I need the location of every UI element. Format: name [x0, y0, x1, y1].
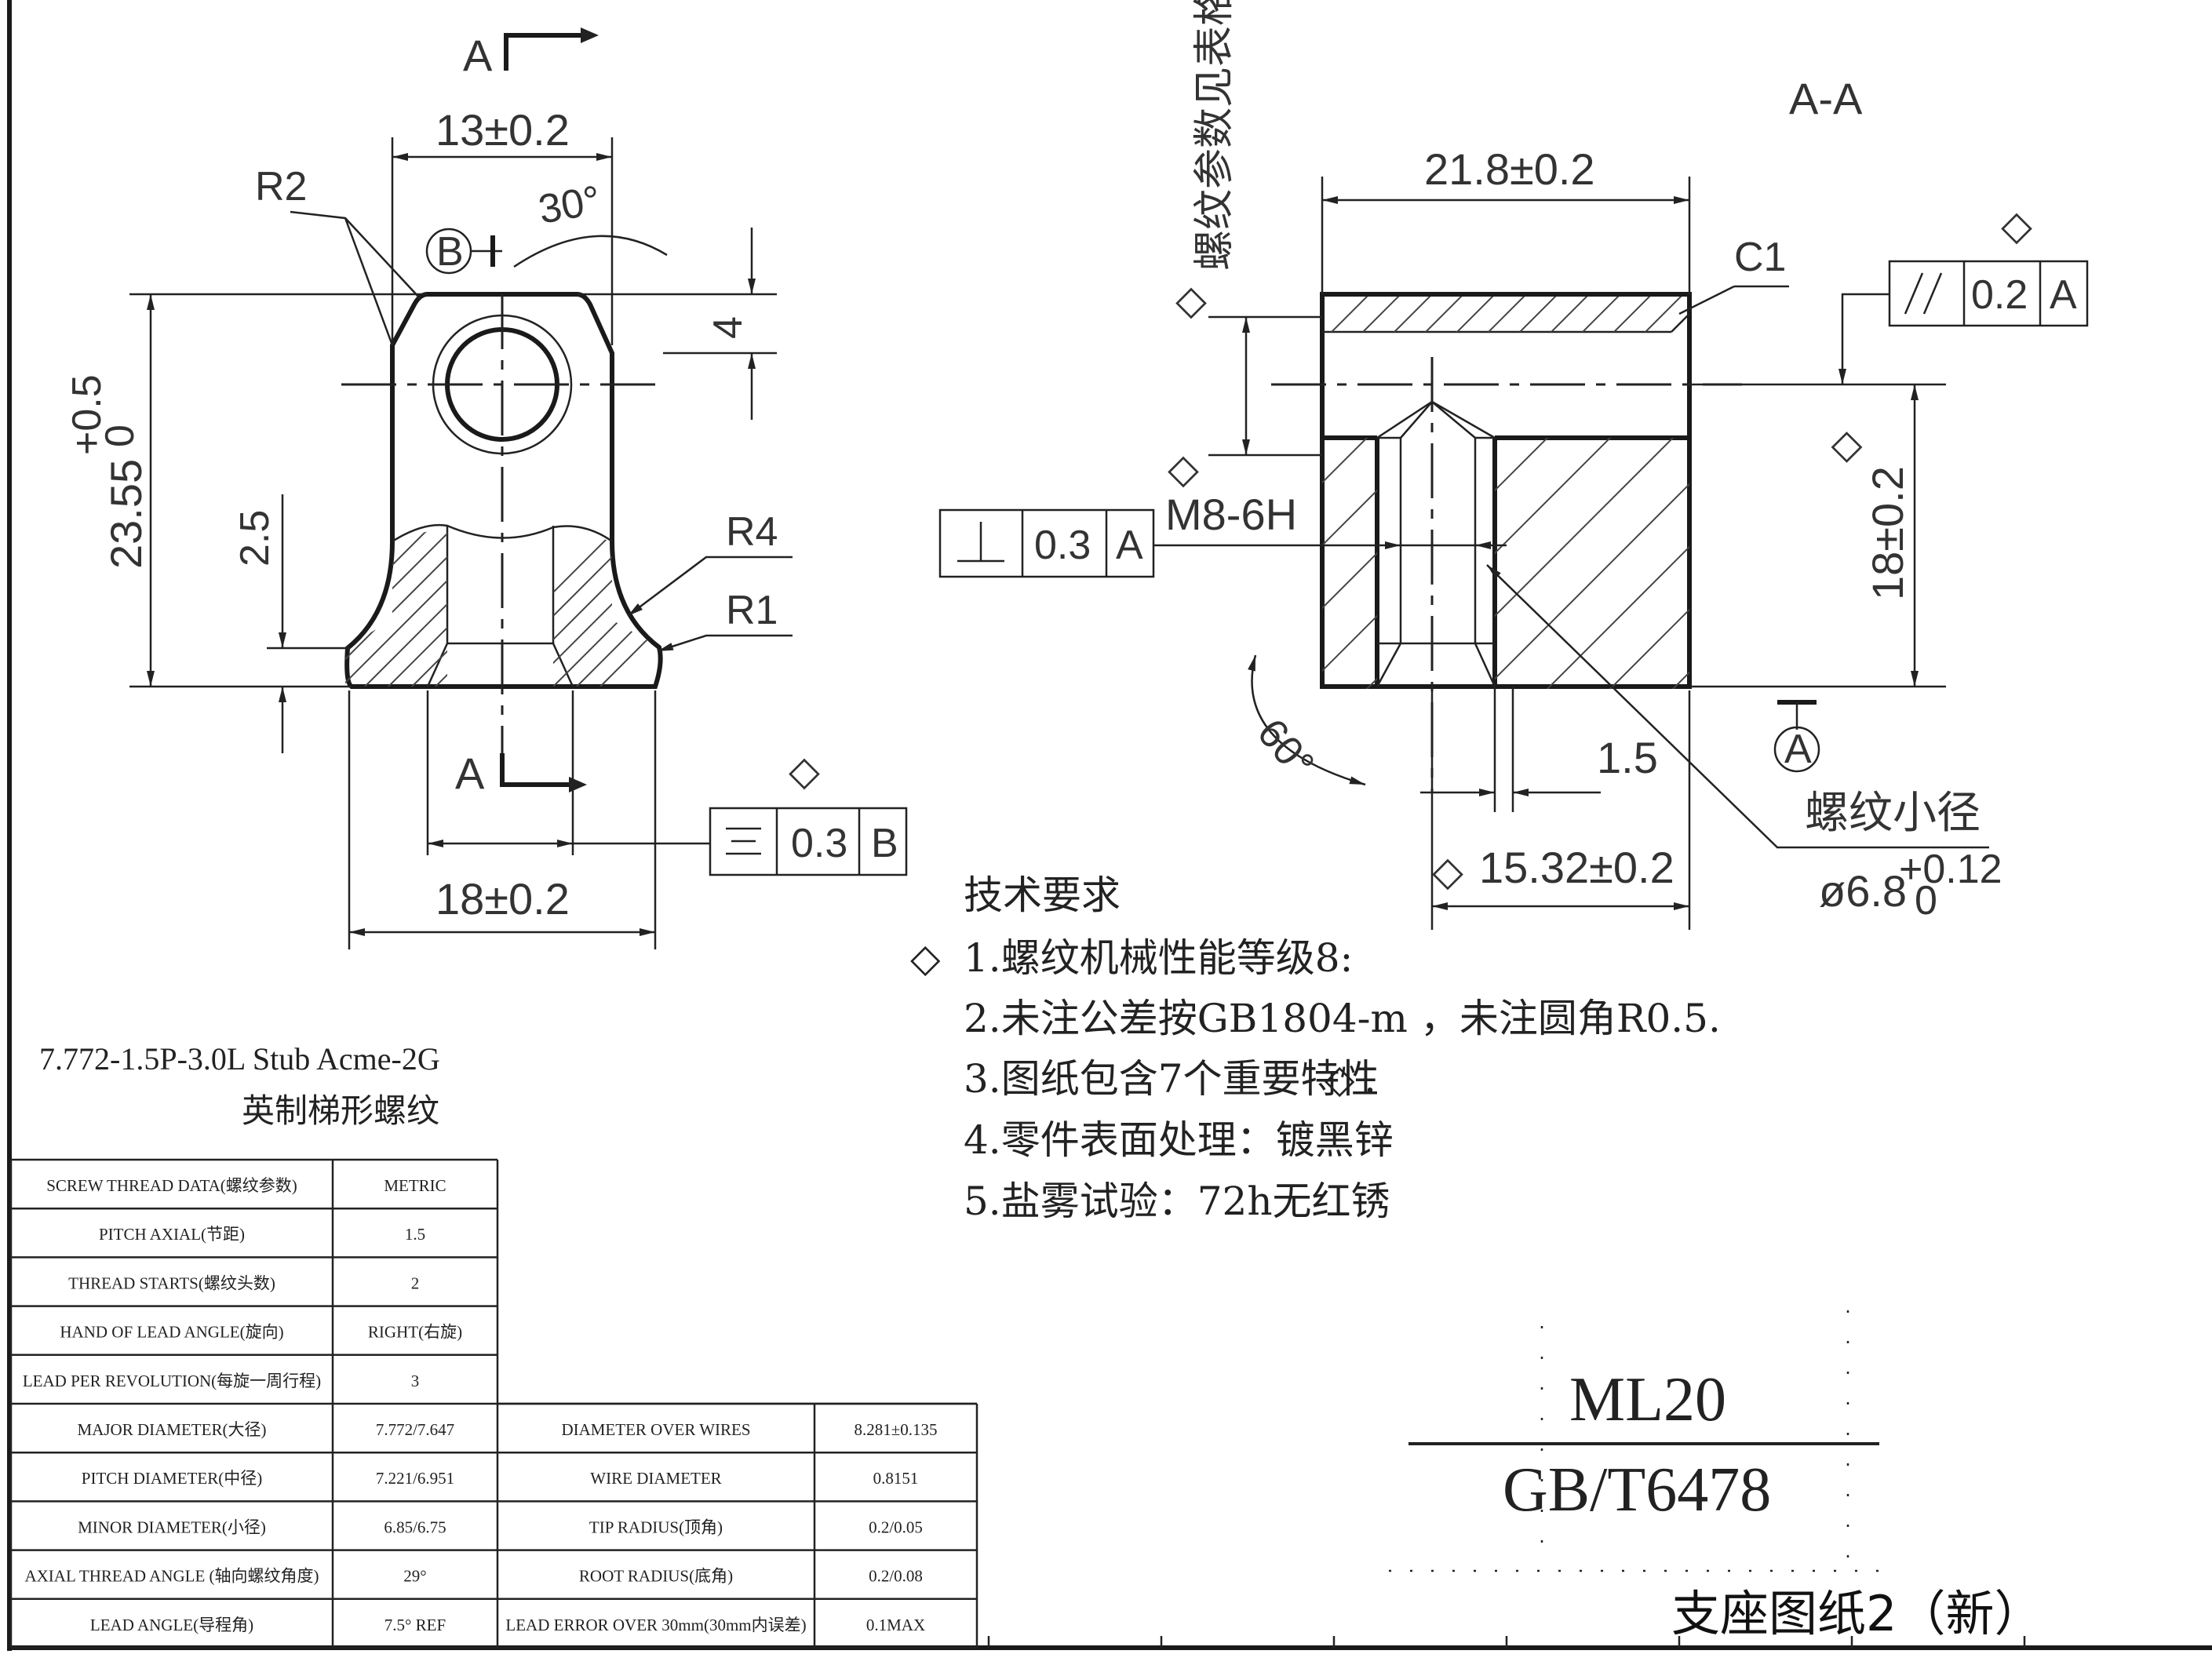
key-char-diamond-4: ◇ — [2001, 203, 2032, 249]
table-row-label: HAND OF LEAD ANGLE(旋向) — [60, 1323, 283, 1342]
tech-item-3: 3.图纸包含7个重要特性 — [964, 1056, 1379, 1102]
section-mark-bottom: A — [455, 749, 485, 798]
key-char-diamond-2: ◇ — [1175, 278, 1207, 323]
dim-section-width: 21.8±0.2 — [1424, 144, 1595, 194]
dim-height: 23.55 — [101, 459, 151, 569]
table-row-value: 0.1MAX — [866, 1616, 925, 1634]
table-row-label: ROOT RADIUS(底角) — [579, 1567, 733, 1586]
key-char-diamond-6: ◇ — [1432, 849, 1463, 894]
perpendicularity-frame: 0.3 A — [938, 508, 1155, 578]
table-row-label: LEAD ANGLE(导程角) — [90, 1616, 253, 1634]
table-row-value: 0.2/0.05 — [869, 1517, 923, 1536]
dim-2-5: 2.5 — [232, 510, 278, 567]
table-row-value: 3 — [411, 1372, 420, 1390]
section-outline — [1320, 292, 1692, 689]
datum-a: A — [1784, 727, 1812, 772]
minor-diameter-tol-upper: +0.12 — [1899, 847, 2002, 892]
table-row-value: RIGHT(右旋) — [368, 1323, 462, 1342]
section-title: A-A — [1789, 74, 1863, 123]
table-row-value: 7.221/6.951 — [376, 1469, 454, 1488]
tech-item-5: 5.盐雾试验：72h无红锈 — [964, 1179, 1390, 1224]
dim-r4: R4 — [726, 509, 778, 555]
tech-item-4: 4.零件表面处理：镀黑锌 — [964, 1117, 1394, 1163]
dim-angle-60: 60° — [1248, 710, 1323, 787]
front-view — [341, 292, 663, 753]
symmetry-frame: 0.3 B — [709, 807, 908, 876]
thread-spec-line2: 英制梯形螺纹 — [242, 1094, 439, 1130]
thread-spec: 7.772-1.5P-3.0L Stub Acme-2G 英制梯形螺纹 — [39, 1041, 440, 1130]
minor-diameter-tol-lower: 0 — [1915, 878, 1937, 924]
parallelism-frame: 0.2 A — [1888, 260, 2089, 327]
thread-callout: M8-6H — [1165, 490, 1297, 539]
table-row-value: 1.5 — [405, 1225, 425, 1244]
dim-section-height: 18±0.2 — [1863, 466, 1912, 600]
perpendicularity-value: 0.3 — [1034, 523, 1091, 568]
thread-spec-line1: 7.772-1.5P-3.0L Stub Acme-2G — [39, 1041, 440, 1077]
table-row-value: 0.2/0.08 — [869, 1567, 923, 1586]
dim-r2: R2 — [255, 164, 307, 209]
dim-15-32: 15.32±0.2 — [1479, 843, 1674, 892]
drawing-name: 支座图纸2（新） — [1671, 1585, 2043, 1642]
thread-param-note: 螺纹参数见表格 — [1192, 0, 1237, 271]
table-row-label: LEAD PER REVOLUTION(每旋一周行程) — [23, 1372, 321, 1390]
minor-diameter-value: ø6.8 — [1819, 866, 1907, 916]
key-char-diamond-7: ◇ — [910, 935, 941, 981]
table-row-value: 2 — [411, 1273, 420, 1292]
section-mark-top: A — [463, 31, 493, 80]
dim-bottom-width: 18±0.2 — [435, 874, 570, 924]
table-row-label: LEAD ERROR OVER 30mm(30mm内误差) — [505, 1616, 806, 1634]
symmetry-datum: B — [871, 821, 898, 866]
parallelism-value: 0.2 — [1971, 272, 2028, 318]
tech-requirements: 技术要求 ◇ 1.螺纹机械性能等级8: 2.未注公差按GB1804-m ，未注圆… — [910, 873, 1721, 1224]
table-row-label: PITCH DIAMETER(中径) — [82, 1469, 262, 1488]
section-view: A-A — [1271, 74, 1863, 792]
table-row-label: AXIAL THREAD ANGLE (轴向螺纹角度) — [24, 1567, 319, 1586]
parallelism-datum: A — [2050, 272, 2077, 318]
key-char-diamond-1: ◇ — [789, 749, 820, 794]
minor-diameter-label: 螺纹小径 — [1805, 788, 1981, 837]
table-row-value: 29° — [403, 1567, 426, 1586]
dim-1-5: 1.5 — [1597, 733, 1658, 782]
table-row-label: DIAMETER OVER WIRES — [561, 1420, 750, 1439]
bottom-scale-ticks — [987, 1636, 2026, 1648]
table-row-value: 7.772/7.647 — [376, 1420, 454, 1439]
table-row-label: WIRE DIAMETER — [590, 1469, 721, 1488]
table-row-label: PITCH AXIAL(节距) — [99, 1225, 245, 1244]
tech-item-1: 1.螺纹机械性能等级8: — [964, 935, 1353, 981]
table-row-value: 6.85/6.75 — [384, 1517, 446, 1536]
perpendicularity-datum: A — [1116, 523, 1143, 568]
symmetry-value: 0.3 — [791, 821, 847, 866]
dim-angle-30: 30° — [535, 177, 604, 233]
dim-r1: R1 — [726, 588, 778, 633]
table-row-label: MAJOR DIAMETER(大径) — [78, 1420, 267, 1439]
table-row-label: TIP RADIUS(顶角) — [589, 1517, 723, 1536]
thread-table: SCREW THREAD DATA(螺纹参数) METRIC PITCH AXIAL… — [9, 1158, 978, 1649]
standard-number: GB/T6478 — [1503, 1456, 1771, 1525]
key-char-diamond-3: ◇ — [1168, 446, 1199, 492]
tech-title: 技术要求 — [964, 873, 1121, 918]
tech-item-2: 2.未注公差按GB1804-m ，未注圆角R0.5. — [964, 996, 1721, 1041]
dim-top-width: 13±0.2 — [435, 105, 570, 155]
table-row-label: MINOR DIAMETER(小径) — [78, 1517, 266, 1536]
front-view-outline — [344, 292, 663, 689]
section-dimensions: 21.8±0.2 C1 螺纹参数见表格 ◇ ◇ M8-6H 0.3 A ◇ — [938, 0, 2089, 930]
chamfer-c1: C1 — [1734, 235, 1786, 280]
front-view-dimensions: A 13±0.2 R2 30° B 4 23.55 +0.5 0 — [64, 27, 908, 949]
table-row-value: 8.281±0.135 — [854, 1420, 937, 1439]
table-row-value: METRIC — [384, 1176, 446, 1195]
title-block: ML20 GB/T6478 支座图纸2（新） — [987, 1310, 2043, 1648]
table-row-value: 0.8151 — [873, 1469, 919, 1488]
key-char-diamond-5: ◇ — [1821, 432, 1867, 463]
table-row-label: THREAD STARTS(螺纹头数) — [68, 1273, 275, 1292]
table-row-label: SCREW THREAD DATA(螺纹参数) — [46, 1176, 297, 1195]
dim-height-tol-upper: +0.5 — [64, 374, 110, 455]
table-row-value: 7.5° REF — [384, 1616, 446, 1634]
tech-item-3-diamond: ◇ — [1325, 1056, 1355, 1102]
dim-height-tol-lower: 0 — [97, 424, 143, 447]
dim-4: 4 — [705, 316, 751, 339]
datum-b: B — [436, 229, 464, 275]
tech-item-3-suffix: . — [1364, 1056, 1376, 1102]
part-number: ML20 — [1569, 1365, 1726, 1434]
